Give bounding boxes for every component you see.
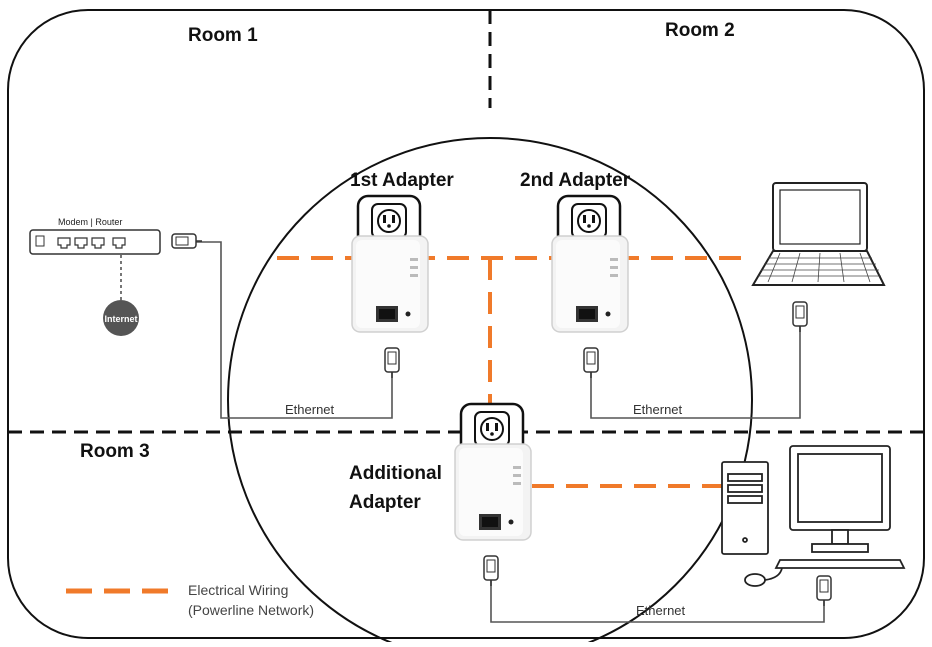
ethernet-cable-modem-to-1st [191,241,393,419]
ethernet-plug-desktop [816,575,832,607]
ethernet-label-3: Ethernet [636,603,686,618]
additional-adapter-label-line2: Adapter [349,492,421,513]
second-adapter [550,194,630,334]
ethernet-plug-laptop [792,301,808,333]
legend-label-line1: Electrical Wiring [188,582,288,598]
house-outline [7,9,925,639]
internet-label: Internet [104,314,137,324]
ethernet-plug-modem [171,233,203,249]
ethernet-cable-additional-to-desktop [490,580,825,623]
modem-router-label: Modem | Router [58,217,122,227]
additional-adapter-label-line1: Additional [349,463,442,484]
first-adapter-label: 1st Adapter [350,170,454,191]
modem-router: Modem | Router [29,217,161,255]
additional-adapter [453,402,533,542]
internet-globe: Internet [103,300,139,336]
second-adapter-label: 2nd Adapter [520,170,631,191]
ethernet-label-1: Ethernet [285,402,335,417]
first-adapter [350,194,430,334]
ethernet-cable-2nd-to-laptop [590,326,801,419]
ethernet-plug-additional [483,555,499,587]
ethernet-plug-1st [384,347,400,379]
ethernet-plug-2nd [583,347,599,379]
ethernet-cables [120,241,825,623]
legend-label-line2: (Powerline Network) [188,602,314,618]
room-3-label: Room 3 [80,441,150,462]
powerline-zone-circle [227,137,753,647]
ethernet-label-2: Ethernet [633,402,683,417]
laptop-icon [751,182,886,286]
room-2-label: Room 2 [665,20,735,41]
desktop-computer-icon [721,445,906,587]
room-1-label: Room 1 [188,25,258,46]
legend: Electrical Wiring (Powerline Network) [66,582,314,618]
